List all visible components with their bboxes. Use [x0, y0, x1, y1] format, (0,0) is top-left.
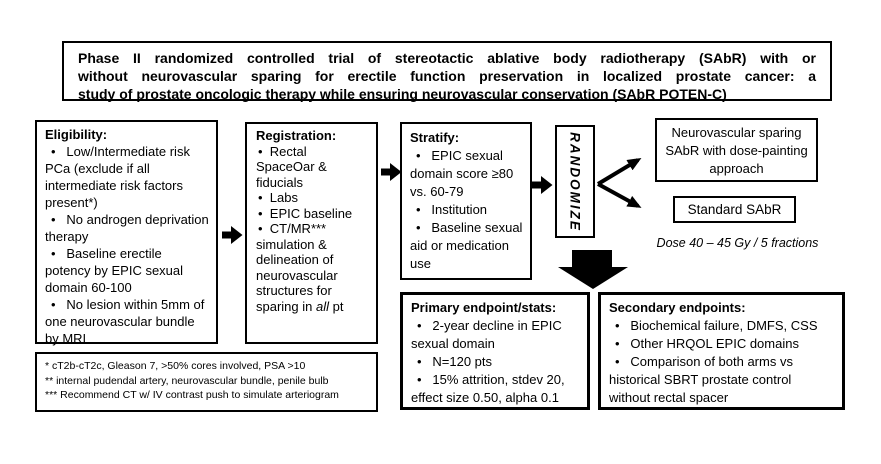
- primary-endpoint-item: 15% attrition, stdev 20, effect size 0.5…: [411, 371, 581, 407]
- primary-endpoint-item: N=120 pts: [411, 353, 581, 371]
- randomize-box: RANDOMIZE: [555, 125, 595, 238]
- randomize-label: RANDOMIZE: [567, 131, 583, 232]
- registration-box: Registration: Rectal SpaceOar & fiducial…: [245, 122, 378, 344]
- registration-item: EPIC baseline: [256, 206, 362, 222]
- arrow-randomize-to-control-icon: [597, 182, 642, 208]
- primary-endpoint-heading: Primary endpoint/stats:: [411, 300, 557, 315]
- eligibility-box: Eligibility: Low/Intermediate risk PCa (…: [35, 120, 218, 347]
- trial-title-box: Phase II randomized controlled trial of …: [62, 41, 832, 102]
- primary-endpoint-box: Primary endpoint/stats: 2-year decline i…: [400, 292, 590, 410]
- registration-ct-text: pt: [329, 298, 344, 314]
- arrow-stratify-to-randomize-icon: [532, 176, 553, 194]
- secondary-endpoints-item: Other HRQOL EPIC domains: [609, 335, 836, 353]
- arrow-down-to-endpoints-icon: [558, 250, 628, 289]
- registration-heading: Registration:: [256, 128, 337, 143]
- footnote-line: * cT2b-cT2c, Gleason 7, >50% cores invol…: [45, 360, 306, 372]
- secondary-endpoints-box: Secondary endpoints: Biochemical failure…: [598, 292, 845, 410]
- eligibility-item: No lesion within 5mm of one neurovascula…: [45, 296, 210, 347]
- secondary-endpoints-heading: Secondary endpoints:: [609, 300, 746, 315]
- trial-title-line: study of prostate oncologic therapy whil…: [78, 86, 727, 102]
- primary-endpoint-item: 2-year decline in EPIC sexual domain: [411, 317, 581, 353]
- stratify-heading: Stratify:: [410, 130, 460, 145]
- control-arm-box: Standard SAbR: [673, 196, 796, 223]
- stratify-item: Baseline sexual aid or medication use: [410, 219, 524, 273]
- trial-title-line: without neurovascular sparing for erecti…: [78, 68, 816, 84]
- eligibility-item: Low/Intermediate risk PCa (exclude if al…: [45, 143, 210, 211]
- footnote-line: ** internal pudendal artery, neurovascul…: [45, 374, 329, 387]
- footnote-line: *** Recommend CT w/ IV contrast push to …: [45, 389, 339, 401]
- eligibility-item: No androgen deprivation therapy: [45, 211, 210, 245]
- arrow-eligibility-to-registration-icon: [222, 226, 243, 244]
- registration-item: CT/MR*** simulation & delineation of neu…: [256, 221, 362, 314]
- trial-title-line: Phase II randomized controlled trial of …: [78, 50, 816, 66]
- stratify-item: EPIC sexual domain score ≥80 vs. 60-79: [410, 147, 524, 201]
- registration-ct-text: CT/MR*** simulation & delineation of neu…: [256, 221, 338, 314]
- dose-note: Dose 40 – 45 Gy / 5 fractions: [656, 236, 819, 250]
- arrow-registration-to-stratify-icon: [381, 163, 402, 181]
- registration-item: Labs: [256, 190, 362, 206]
- control-arm-label: Standard SAbR: [687, 202, 782, 217]
- stratify-box: Stratify: EPIC sexual domain score ≥80 v…: [400, 122, 532, 280]
- secondary-endpoints-item: Biochemical failure, DMFS, CSS: [609, 317, 836, 335]
- registration-ct-italic: all: [315, 298, 329, 314]
- registration-item: Rectal SpaceOar & fiducials: [256, 144, 362, 191]
- eligibility-item: Baseline erectile potency by EPIC sexual…: [45, 245, 210, 296]
- eligibility-heading: Eligibility:: [45, 127, 108, 142]
- arrow-randomize-to-experimental-icon: [596, 157, 642, 186]
- footnotes-box: * cT2b-cT2c, Gleason 7, >50% cores invol…: [35, 352, 378, 412]
- experimental-arm-box: Neurovascular sparing SAbR with dose-pai…: [655, 118, 818, 182]
- experimental-arm-label: Neurovascular sparing SAbR with dose-pai…: [665, 125, 808, 176]
- stratify-item: Institution: [410, 201, 524, 219]
- secondary-endpoints-item: Comparison of both arms vs historical SB…: [609, 353, 836, 407]
